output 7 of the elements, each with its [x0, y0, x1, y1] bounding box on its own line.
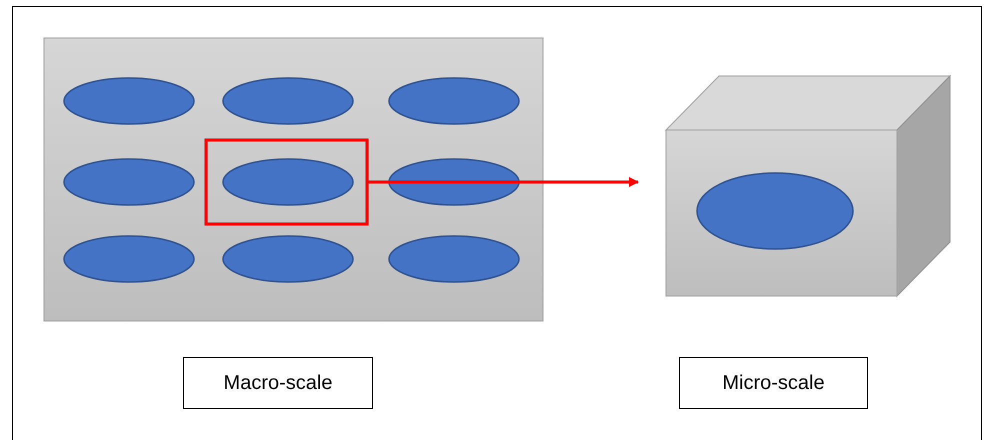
- scale-label: Macro-scale: [224, 372, 332, 394]
- selection-rectangle: [204, 138, 368, 226]
- cube-drawing: [664, 74, 952, 298]
- scale-label: Micro-scale: [722, 372, 825, 394]
- arrow: [367, 177, 639, 187]
- label-box: [679, 357, 868, 409]
- label-box: [183, 357, 373, 409]
